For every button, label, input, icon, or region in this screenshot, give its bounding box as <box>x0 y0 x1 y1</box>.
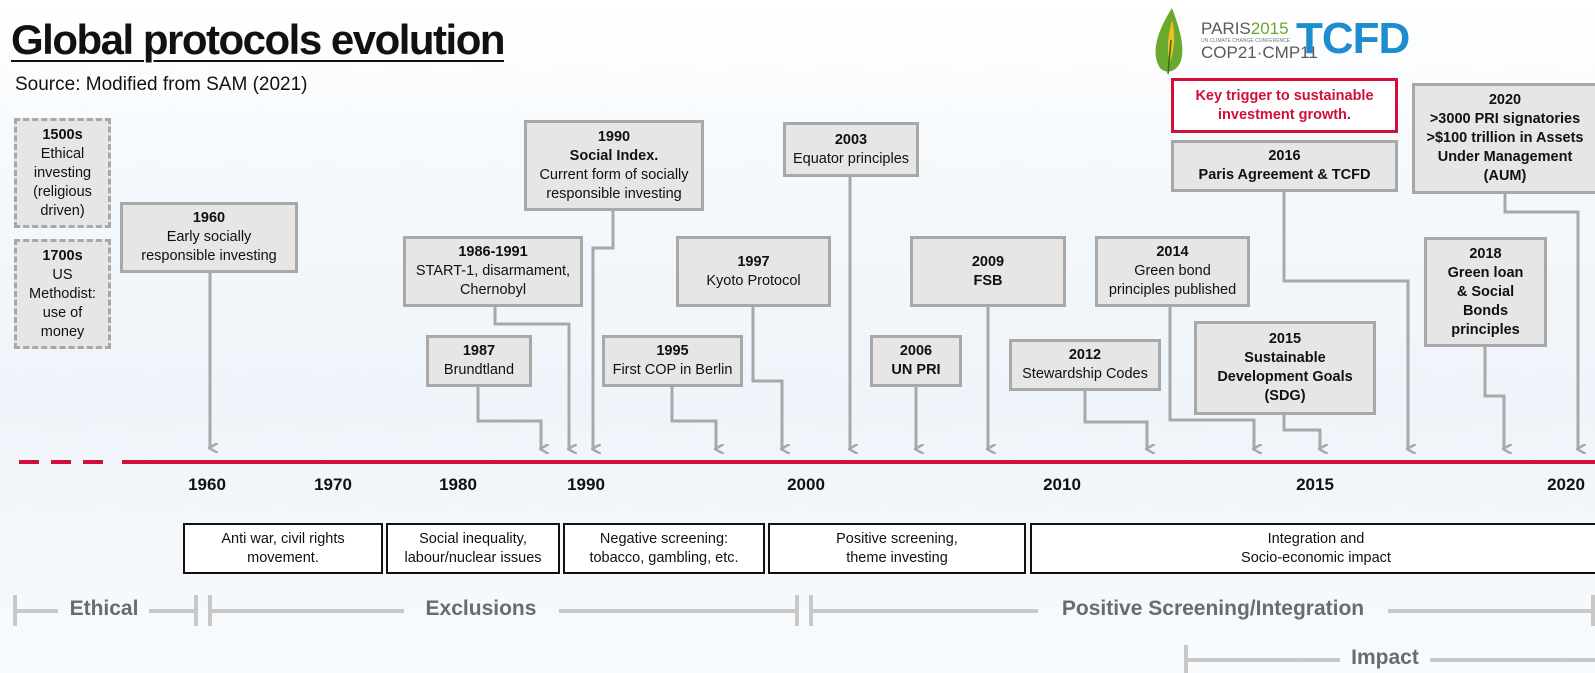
connector-1995 <box>670 382 716 449</box>
axis-year-1970: 1970 <box>314 475 352 494</box>
axis-year-1960: 1960 <box>188 475 226 494</box>
era-negative-screening: Negative screening:tobacco, gambling, et… <box>563 523 765 574</box>
event-1986-1991: 1986-1991 START-1, disarmament,Chernobyl <box>403 236 583 307</box>
connector-2016 <box>1282 189 1408 449</box>
connector-2015 <box>1282 412 1320 449</box>
phase-ethical: Ethical <box>69 597 139 620</box>
connector-2012 <box>1083 388 1147 449</box>
phase-impact: Impact <box>1351 646 1419 669</box>
tcfd-logo: TCFD <box>1296 14 1410 63</box>
phase-bars <box>13 595 1595 673</box>
phase-positive-screening: Positive Screening/Integration <box>1061 597 1365 620</box>
event-1997: 1997 Kyoto Protocol <box>676 236 831 307</box>
connector-2020 <box>1503 192 1578 449</box>
paris2015-logo: PARIS2015 UN CLIMATE CHANGE CONFERENCE C… <box>1201 19 1318 62</box>
axis-year-2015: 2015 <box>1296 475 1334 494</box>
paris-leaf-logo <box>1155 8 1183 75</box>
event-2016: 2016 Paris Agreement & TCFD <box>1171 140 1398 192</box>
era-positive-screening: Positive screening,theme investing <box>768 523 1026 574</box>
axis-year-2010: 2010 <box>1043 475 1081 494</box>
axis-year-2020: 2020 <box>1547 475 1585 494</box>
event-2009: 2009 FSB <box>910 236 1066 307</box>
event-2018: 2018 Green loan & Social Bonds principle… <box>1424 237 1547 347</box>
connector-1987 <box>476 382 541 449</box>
connector-1997 <box>751 305 782 449</box>
connector-1986 <box>493 305 569 449</box>
axis-year-1980: 1980 <box>439 475 477 494</box>
phase-exclusions: Exclusions <box>425 597 537 620</box>
page-title: Global protocols evolution <box>11 16 506 63</box>
source-note: Source: Modified from SAM (2021) <box>15 74 308 95</box>
event-1995: 1995 First COP in Berlin <box>602 335 743 387</box>
event-1990: 1990 Social Index. Current form of socia… <box>524 120 704 211</box>
connector-2014 <box>1168 305 1254 449</box>
event-1987: 1987 Brundtland <box>426 335 532 387</box>
axis-year-1990: 1990 <box>567 475 605 494</box>
event-2012: 2012 Stewardship Codes <box>1009 339 1161 391</box>
axis-year-2000: 2000 <box>787 475 825 494</box>
connectors <box>210 175 1578 449</box>
connector-1990 <box>593 210 615 449</box>
era-social-inequality: Social inequality,labour/nuclear issues <box>386 523 560 574</box>
event-2015: 2015 Sustainable Development Goals (SDG) <box>1194 321 1376 415</box>
event-2003: 2003 Equator principles <box>783 122 919 177</box>
connector-2018 <box>1483 345 1504 449</box>
event-2006: 2006 UN PRI <box>870 335 962 387</box>
event-2020: 2020 >3000 PRI signatories >$100 trillio… <box>1412 83 1595 194</box>
